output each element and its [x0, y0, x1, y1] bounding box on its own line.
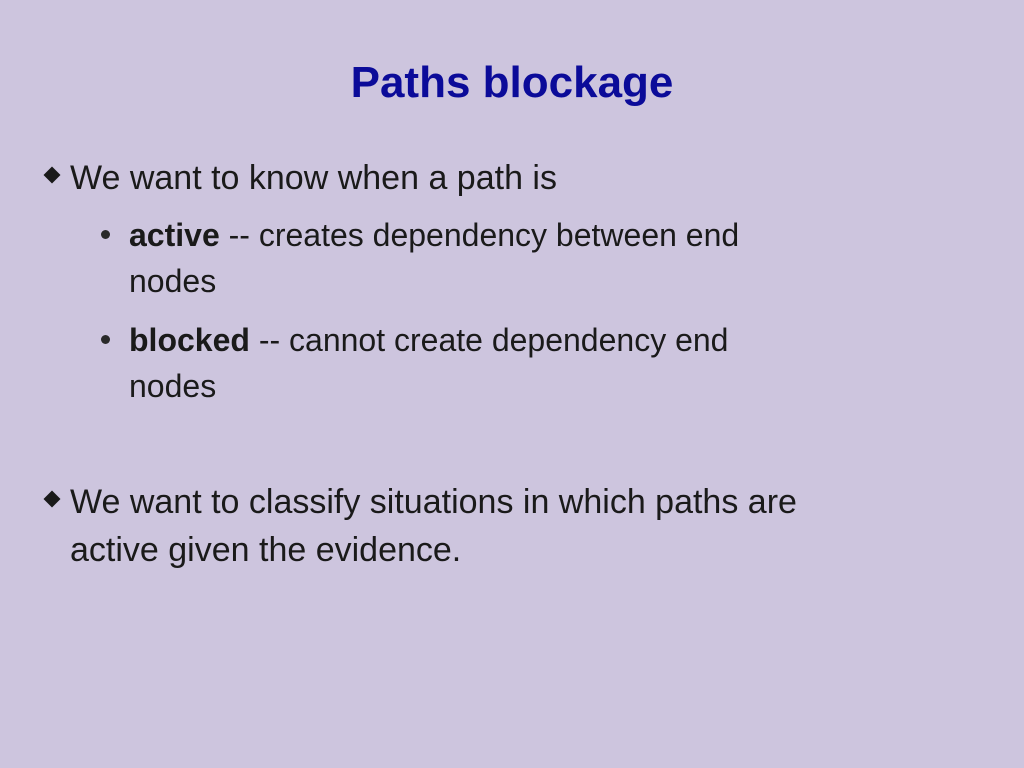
bullet-line: active given the evidence.: [70, 531, 462, 569]
diamond-bullet-icon: [43, 490, 61, 508]
bullet-text: We want to classify situations in which …: [70, 478, 797, 574]
term-continuation: nodes: [129, 368, 217, 404]
term-continuation: nodes: [129, 263, 217, 299]
sub-bullet-item-active: active -- creates dependency between end…: [101, 212, 739, 304]
dot-bullet-icon: [101, 230, 110, 239]
term-active: active: [129, 217, 220, 253]
slide-title: Paths blockage: [350, 58, 674, 107]
diamond-bullet-icon: [43, 166, 61, 184]
sub-bullet-text: active -- creates dependency between end…: [129, 212, 739, 304]
bullet-item-2: We want to classify situations in which …: [43, 478, 797, 574]
term-blocked: blocked: [129, 322, 250, 358]
sub-bullet-item-blocked: blocked -- cannot create dependency end …: [101, 317, 728, 409]
bullet-line: We want to classify situations in which …: [70, 483, 797, 521]
bullet-item-1: We want to know when a path is: [43, 154, 557, 202]
bullet-text: We want to know when a path is: [70, 159, 557, 197]
term-description: -- cannot create dependency end: [249, 322, 729, 358]
dot-bullet-icon: [101, 335, 110, 344]
sub-bullet-text: blocked -- cannot create dependency end …: [129, 317, 728, 409]
term-description: -- creates dependency between end: [219, 217, 740, 253]
